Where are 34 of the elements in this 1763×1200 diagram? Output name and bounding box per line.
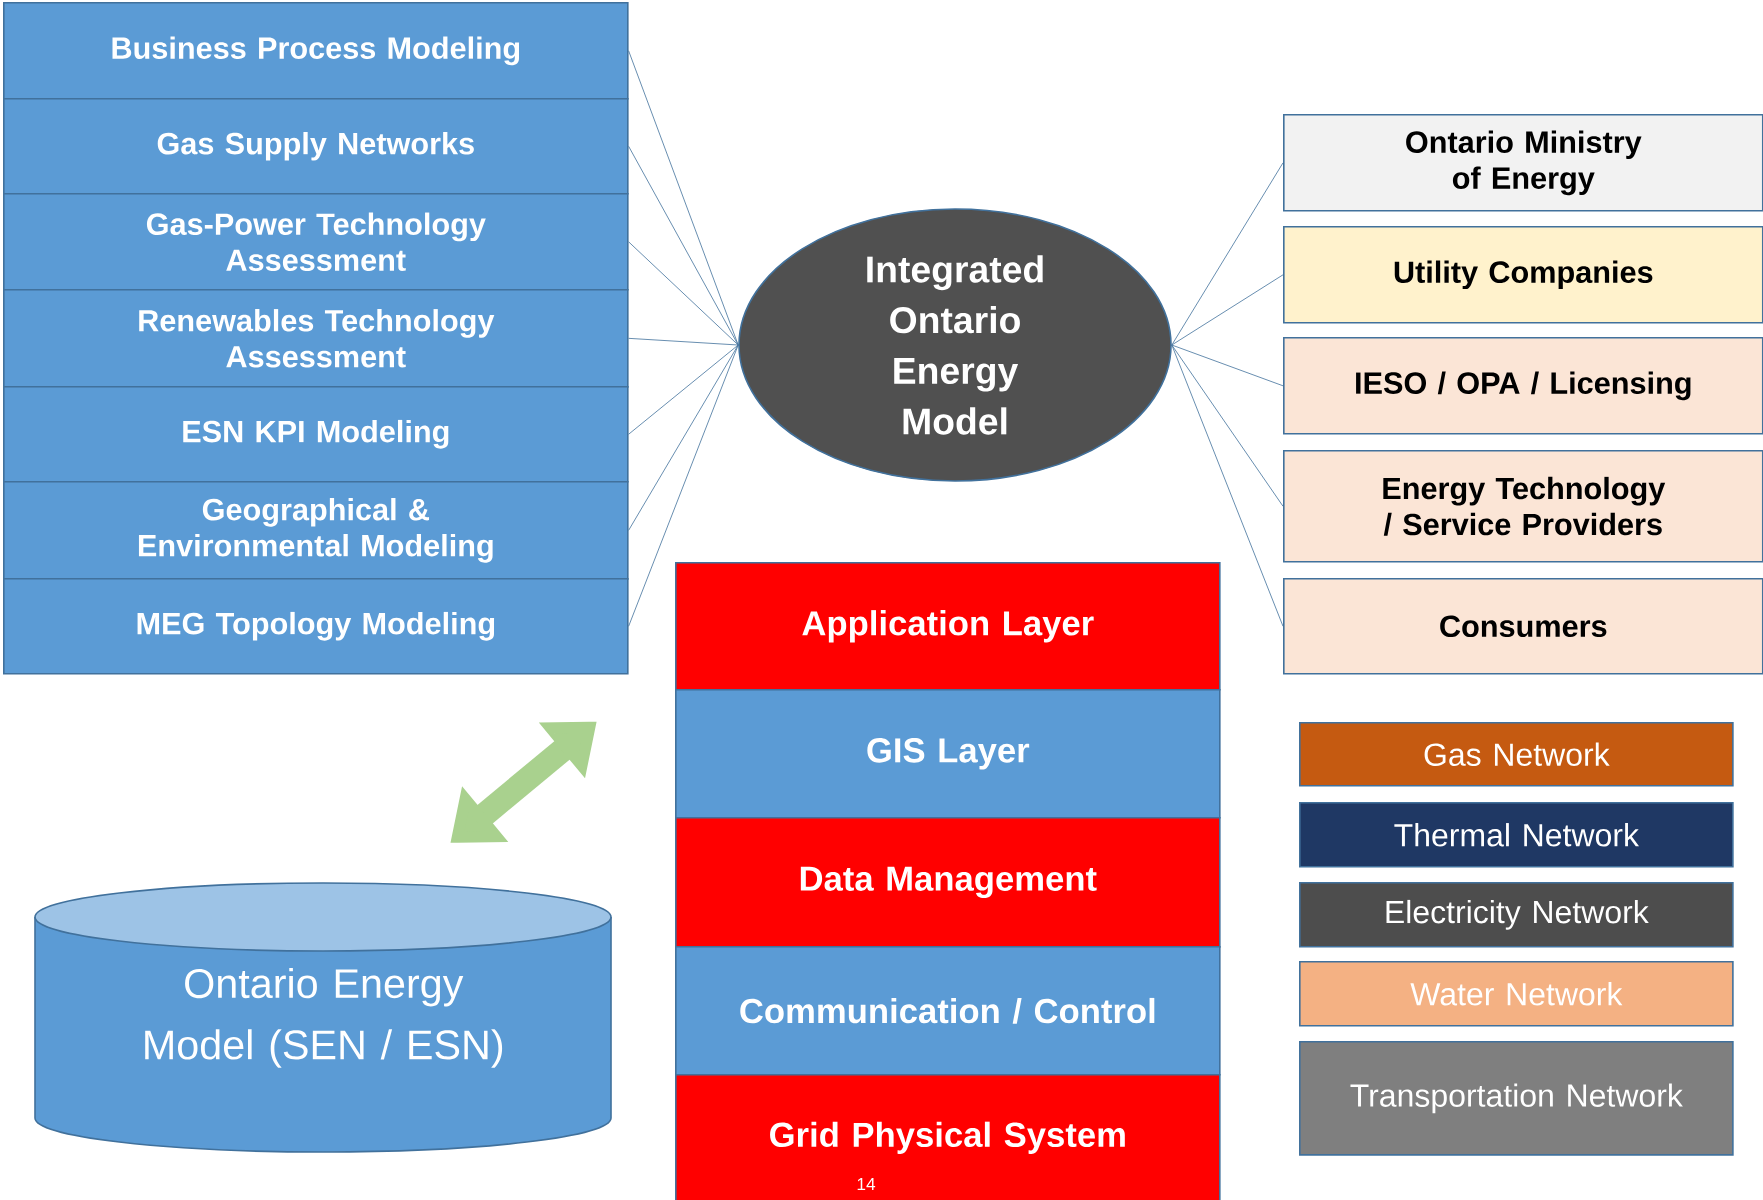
- layer-box: GIS Layer: [675, 689, 1221, 819]
- legend-item: Transportation Network: [1299, 1041, 1734, 1156]
- module-box: Gas-Power Technology Assessment: [3, 193, 629, 291]
- connector-line: [628, 344, 739, 531]
- page-number: 14: [857, 1178, 876, 1190]
- module-box: ESN KPI Modeling: [3, 386, 629, 483]
- module-box: Gas Supply Networks: [3, 98, 629, 195]
- layer-box: Data Management: [675, 817, 1221, 948]
- module-box: MEG Topology Modeling: [3, 578, 629, 675]
- layer-box: Communication / Control: [675, 946, 1221, 1076]
- module-box: Renewables Technology Assessment: [3, 289, 629, 388]
- stakeholder-box: Energy Technology / Service Providers: [1283, 450, 1763, 563]
- module-box: Business Process Modeling: [3, 2, 629, 100]
- connector-line: [628, 337, 739, 346]
- stakeholder-box: Ontario Ministry of Energy: [1283, 114, 1763, 212]
- stakeholder-box: IESO / OPA / Licensing: [1283, 337, 1763, 435]
- legend-item: Water Network: [1299, 961, 1734, 1027]
- stakeholder-box: Utility Companies: [1283, 226, 1763, 324]
- connector-line: [628, 344, 739, 627]
- database-cylinder: Ontario Energy Model (SEN / ESN): [34, 882, 612, 1153]
- legend-item: Thermal Network: [1299, 802, 1734, 868]
- legend-item: Gas Network: [1299, 722, 1734, 787]
- connector-line: [1171, 344, 1284, 627]
- connector-line: [1171, 274, 1284, 346]
- stakeholder-box: Consumers: [1283, 578, 1763, 675]
- layer-box: Application Layer: [675, 562, 1221, 691]
- legend-item: Electricity Network: [1299, 882, 1734, 948]
- connector-line: [628, 344, 739, 435]
- connector-line: [1171, 162, 1284, 346]
- connector-line: [1171, 344, 1284, 507]
- connector-line: [628, 145, 739, 346]
- connector-line: [1171, 344, 1284, 387]
- module-box: Geographical & Environmental Modeling: [3, 481, 629, 580]
- connector-line: [628, 241, 739, 346]
